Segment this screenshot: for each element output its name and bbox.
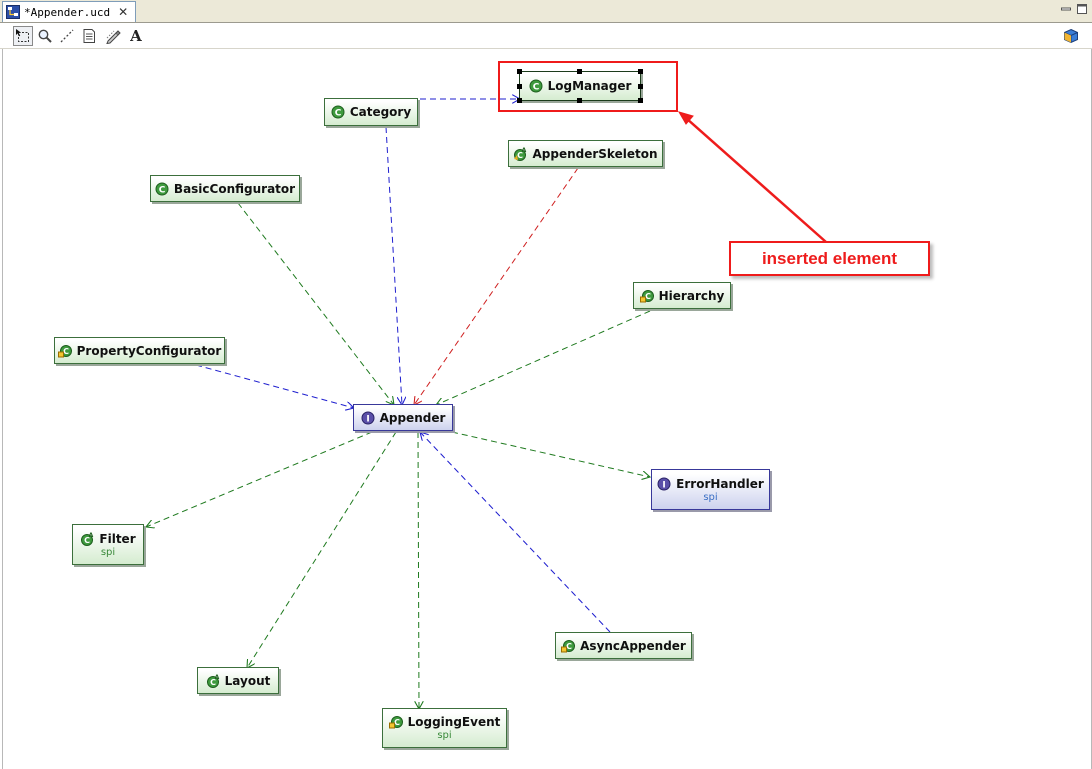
- interface-icon: I: [361, 411, 375, 425]
- editor-tab[interactable]: *Appender.ucd ✕: [2, 1, 136, 22]
- svg-text:C: C: [210, 678, 216, 687]
- svg-text:C: C: [645, 292, 651, 301]
- editor-tab-bar: *Appender.ucd ✕: [0, 0, 1092, 23]
- note-icon: [81, 28, 97, 44]
- callout-label: inserted element: [761, 248, 898, 268]
- restricted-class-icon: C: [639, 289, 654, 303]
- class-node-hierarchy[interactable]: C Hierarchy: [633, 282, 731, 309]
- package-label: spi: [703, 491, 718, 503]
- close-tab-icon[interactable]: ✕: [118, 5, 129, 19]
- inserted-element-highlight: [498, 61, 678, 112]
- svg-text:C: C: [63, 347, 69, 356]
- interface-node-errorhandler[interactable]: I ErrorHandler spi: [651, 469, 770, 510]
- class-node-basicconfigurator[interactable]: C BasicConfigurator: [150, 175, 300, 202]
- text-a-icon: A: [130, 27, 142, 45]
- window-controls: [1060, 3, 1088, 15]
- svg-text:I: I: [366, 414, 369, 424]
- marquee-select-icon: [15, 28, 31, 44]
- note-tool[interactable]: [79, 26, 99, 46]
- package-label: spi: [437, 730, 452, 741]
- select-tool[interactable]: [13, 26, 33, 46]
- svg-text:I: I: [662, 480, 665, 490]
- svg-text:C: C: [159, 185, 166, 195]
- maximize-icon[interactable]: [1076, 3, 1088, 15]
- text-tool[interactable]: A: [126, 26, 146, 46]
- minimize-icon[interactable]: [1060, 3, 1072, 15]
- class-node-asyncappender[interactable]: C AsyncAppender: [555, 632, 692, 659]
- editor-tab-title: *Appender.ucd: [24, 5, 111, 19]
- class-node-category[interactable]: C Category: [324, 98, 418, 126]
- restricted-class-icon: C: [561, 639, 576, 653]
- restricted-class-icon: C: [388, 715, 403, 729]
- svg-text:C: C: [84, 536, 90, 545]
- svg-text:C: C: [566, 642, 572, 651]
- zoom-tool[interactable]: [35, 26, 55, 46]
- class-node-propertyconfigurator[interactable]: C PropertyConfigurator: [54, 337, 225, 364]
- svg-text:A: A: [214, 674, 219, 681]
- uml-diagram-icon: [6, 5, 20, 19]
- class-icon: C: [331, 105, 345, 119]
- connection-tool[interactable]: [57, 26, 77, 46]
- pen-tool[interactable]: [103, 26, 123, 46]
- interface-icon: I: [657, 477, 671, 491]
- class-node-loggingevent[interactable]: C LoggingEvent spi: [382, 708, 507, 748]
- interface-node-appender[interactable]: I Appender: [353, 404, 453, 431]
- package-label: spi: [100, 546, 116, 558]
- restricted-class-icon: C: [57, 344, 72, 358]
- svg-text:C: C: [394, 718, 400, 727]
- svg-text:A: A: [89, 532, 94, 539]
- inserted-element-callout: inserted element: [729, 241, 930, 276]
- svg-text:C: C: [335, 109, 342, 119]
- class-icon: C: [529, 79, 543, 93]
- dashed-line-icon: [59, 28, 75, 44]
- svg-text:A: A: [522, 147, 527, 154]
- svg-text:C: C: [532, 83, 539, 93]
- package-cube-button[interactable]: [1061, 26, 1081, 46]
- magnifier-icon: [37, 28, 53, 44]
- pen-icon: [105, 28, 121, 44]
- svg-text:C: C: [518, 151, 524, 160]
- class-icon: C: [155, 182, 169, 196]
- diagram-toolbar: A: [0, 23, 1092, 49]
- package-cube-icon: [1063, 28, 1079, 44]
